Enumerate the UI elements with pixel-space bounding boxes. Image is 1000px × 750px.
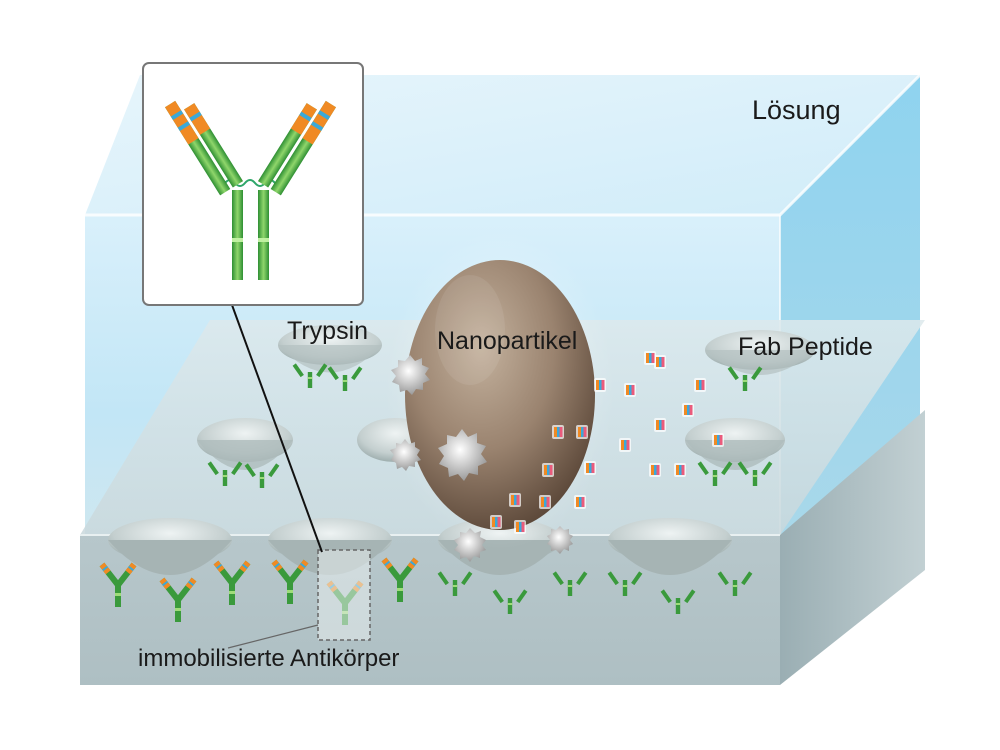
label-trypsin: Trypsin: [287, 319, 368, 344]
label-solution: Lösung: [752, 97, 841, 124]
antibody-inset: [143, 63, 363, 305]
label-immobilized-antibodies: immobilisierte Antikörper: [138, 647, 399, 671]
antibody-highlight-box: [318, 550, 370, 640]
label-fab-peptides: Fab Peptide: [738, 335, 873, 360]
label-nanoparticle: Nanopartikel: [437, 329, 577, 354]
